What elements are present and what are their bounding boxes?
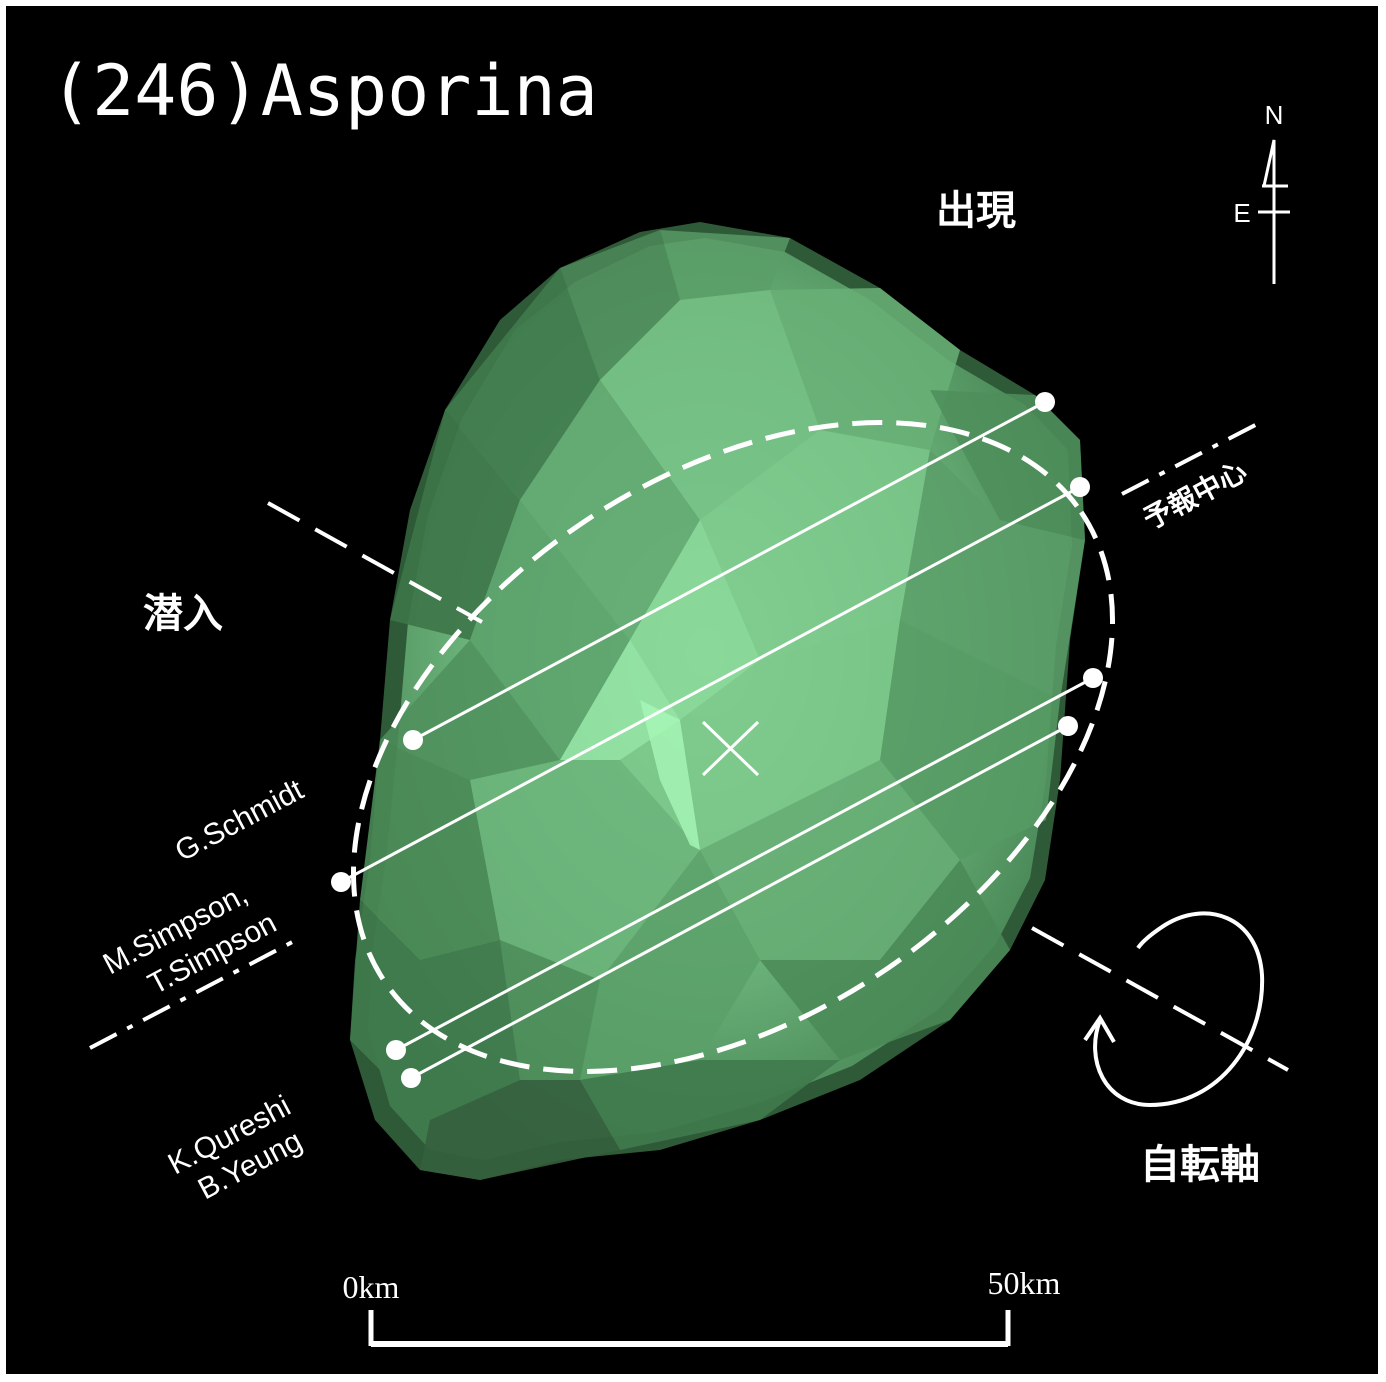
chord-g-schmidt — [412, 400, 1046, 742]
rotation-axis-label: 自転軸 — [1140, 1142, 1260, 1188]
compass-east-label: E — [1233, 198, 1250, 228]
scale-bar: 0km 50km — [343, 1265, 1061, 1347]
fitted-ellipse — [350, 420, 1116, 1074]
scale-start-label: 0km — [343, 1269, 400, 1305]
chord-qureshi — [395, 676, 1094, 1052]
center-cross-icon — [701, 720, 760, 777]
disappearance-limit-line — [267, 501, 483, 624]
chord-endpoint — [403, 730, 423, 750]
predicted-center-line-right — [1121, 418, 1266, 496]
chord-endpoint — [1058, 716, 1078, 736]
asteroid-shape — [350, 222, 1085, 1180]
chords — [331, 392, 1103, 1088]
scale-end-label: 50km — [988, 1265, 1061, 1301]
page-title: (246)Asporina — [50, 50, 598, 132]
reappearance-label: 出現 — [936, 188, 1016, 234]
chord-endpoint — [1035, 392, 1055, 412]
chord-endpoint — [331, 872, 351, 892]
predicted-center-line-left — [89, 936, 301, 1050]
chord-simpson — [340, 485, 1081, 884]
disappearance-label: 潜入 — [143, 591, 223, 637]
chord-yeung — [410, 724, 1069, 1080]
rotation-arrow-icon — [1083, 911, 1265, 1108]
chord-endpoint — [401, 1068, 421, 1088]
compass-north-label: N — [1265, 100, 1284, 130]
chord-endpoint — [1070, 477, 1090, 497]
chord-endpoint — [386, 1040, 406, 1060]
compass-rose-icon: N E — [1233, 100, 1290, 284]
chord-endpoint — [1083, 668, 1103, 688]
